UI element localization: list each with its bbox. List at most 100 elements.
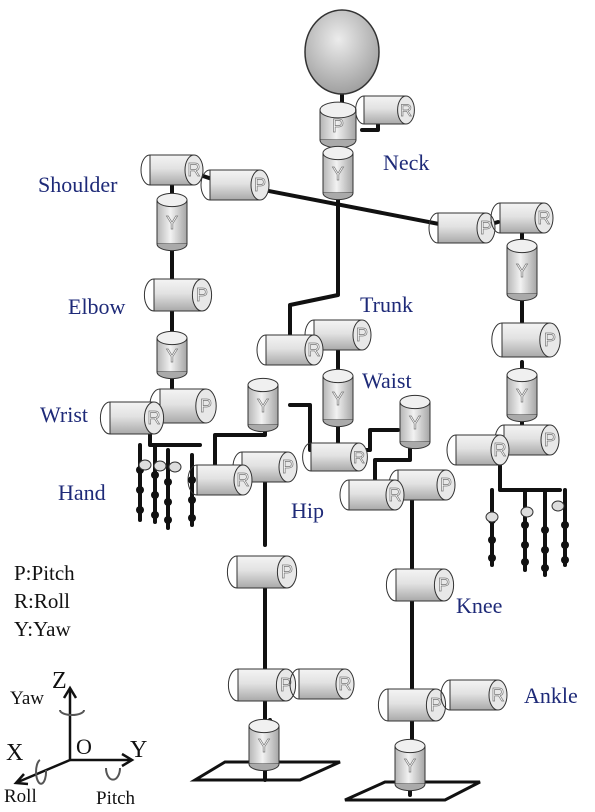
neck-yaw-joint: Y xyxy=(322,145,354,201)
joint-letter: P xyxy=(480,218,492,238)
finger-joint-dot xyxy=(521,521,529,529)
right-wrist-roll-joint: R xyxy=(446,434,510,466)
joint-letter: P xyxy=(200,396,212,416)
left-elbow-pitch-joint: P xyxy=(143,278,213,312)
left-wrist-roll-joint: R xyxy=(99,401,165,435)
finger-joint-dot xyxy=(521,558,529,566)
joint-letter: P xyxy=(430,695,442,715)
joint-letter: P xyxy=(281,562,293,582)
finger-joint-dot xyxy=(541,564,549,572)
joint-letter: Y xyxy=(516,386,528,406)
neck-pitch-joint: P xyxy=(319,101,357,149)
neck-roll-joint: R xyxy=(355,95,415,125)
joint-letter: P xyxy=(544,430,556,450)
label-waist: Waist xyxy=(362,368,412,393)
label-shoulder: Shoulder xyxy=(38,172,118,197)
finger-base-joint xyxy=(485,511,499,523)
joint-letter: Y xyxy=(404,756,416,776)
label-elbow: Elbow xyxy=(68,294,126,319)
finger-base-joint xyxy=(520,506,534,518)
finger-base-joint xyxy=(551,500,565,512)
joint-letter: P xyxy=(440,475,452,495)
finger-joint-dot xyxy=(151,491,159,499)
right-foot-yaw-joint: Y xyxy=(394,738,426,792)
axis-pitch-label: Pitch xyxy=(96,788,136,809)
joint-letter: P xyxy=(356,325,368,345)
right-ankle-pitch-joint: P xyxy=(377,688,447,722)
finger-joint-dot xyxy=(541,546,549,554)
left-hip-roll-joint: R xyxy=(187,464,253,496)
joint-letter: Y xyxy=(166,213,178,233)
left-knee-pitch-joint: P xyxy=(226,555,298,589)
right-upper-arm-yaw-joint: Y xyxy=(506,238,538,302)
joint-letter: R xyxy=(188,160,201,180)
joint-letter: R xyxy=(339,674,352,694)
joint-letter: Y xyxy=(257,396,269,416)
label-hand: Hand xyxy=(58,480,106,505)
axis-x-label: X xyxy=(6,740,24,766)
joint-letter: Y xyxy=(258,736,270,756)
finger-joint-dot xyxy=(561,521,569,529)
joint-letter: R xyxy=(492,685,505,705)
left-wrist-pitch-joint: P xyxy=(149,388,217,424)
left-shoulder-pitch-joint: P xyxy=(200,169,270,201)
trunk-pitch-joint: P xyxy=(304,319,372,351)
right-shoulder-pitch-joint: P xyxy=(428,212,496,244)
joint-letter: R xyxy=(494,440,507,460)
trunk-roll-joint: R xyxy=(256,334,324,366)
left-hip-yaw-joint: Y xyxy=(247,377,279,433)
label-ankle: Ankle xyxy=(524,683,578,708)
joint-letter: R xyxy=(308,340,321,360)
joint-letter: R xyxy=(538,208,551,228)
label-knee: Knee xyxy=(456,593,503,618)
legend-pitch: P:Pitch xyxy=(14,561,75,585)
joint-letter: P xyxy=(438,575,450,595)
axis-roll-label: Roll xyxy=(4,786,37,807)
label-neck: Neck xyxy=(383,150,430,175)
joint-letter: R xyxy=(389,485,402,505)
finger-joint-dot xyxy=(164,478,172,486)
left-shoulder-roll-joint: R xyxy=(140,154,204,186)
joint-letter: P xyxy=(254,175,266,195)
axis-z-label: Z xyxy=(52,668,67,694)
finger-joints xyxy=(136,459,569,572)
finger-joint-dot xyxy=(561,541,569,549)
label-hip: Hip xyxy=(291,498,324,523)
finger-base-joint xyxy=(138,459,152,471)
joint-letter: R xyxy=(148,408,161,428)
joint-letter: R xyxy=(237,470,250,490)
right-elbow-pitch-joint: P xyxy=(491,322,561,358)
right-knee-pitch-joint: P xyxy=(385,568,455,602)
left-foot-yaw-joint: Y xyxy=(248,718,280,772)
finger-joint-dot xyxy=(136,506,144,514)
right-forearm-yaw-joint: Y xyxy=(506,367,538,423)
joint-letter: Y xyxy=(516,261,528,281)
legend-yaw: Y:Yaw xyxy=(14,617,71,641)
right-foot-plate xyxy=(344,780,481,802)
left-ankle-roll-joint: R xyxy=(289,668,355,700)
right-ankle-roll-joint: R xyxy=(440,679,508,711)
joint-letter: P xyxy=(282,457,294,477)
left-forearm-yaw-joint: Y xyxy=(156,330,188,380)
finger-base-joint xyxy=(153,460,167,472)
finger-joint-dot xyxy=(188,514,196,522)
joint-letter: Y xyxy=(332,164,344,184)
joint-letter: Y xyxy=(409,413,421,433)
right-hip-roll-joint: R xyxy=(339,479,405,511)
finger-joint-dot xyxy=(561,556,569,564)
finger-joint-dot xyxy=(151,471,159,479)
coordinate-frame xyxy=(13,685,135,786)
axis-origin-label: O xyxy=(76,734,92,759)
finger-joint-dot xyxy=(164,498,172,506)
axis-y-label: Y xyxy=(130,737,148,763)
finger-joint-dot xyxy=(136,486,144,494)
joint-letter: Y xyxy=(166,346,178,366)
finger-joint-dot xyxy=(488,536,496,544)
label-wrist: Wrist xyxy=(40,402,88,427)
joint-letter: P xyxy=(280,675,292,695)
finger-joint-dot xyxy=(188,476,196,484)
right-wrist-pitch-joint: P xyxy=(494,424,560,456)
finger-joint-dot xyxy=(541,526,549,534)
